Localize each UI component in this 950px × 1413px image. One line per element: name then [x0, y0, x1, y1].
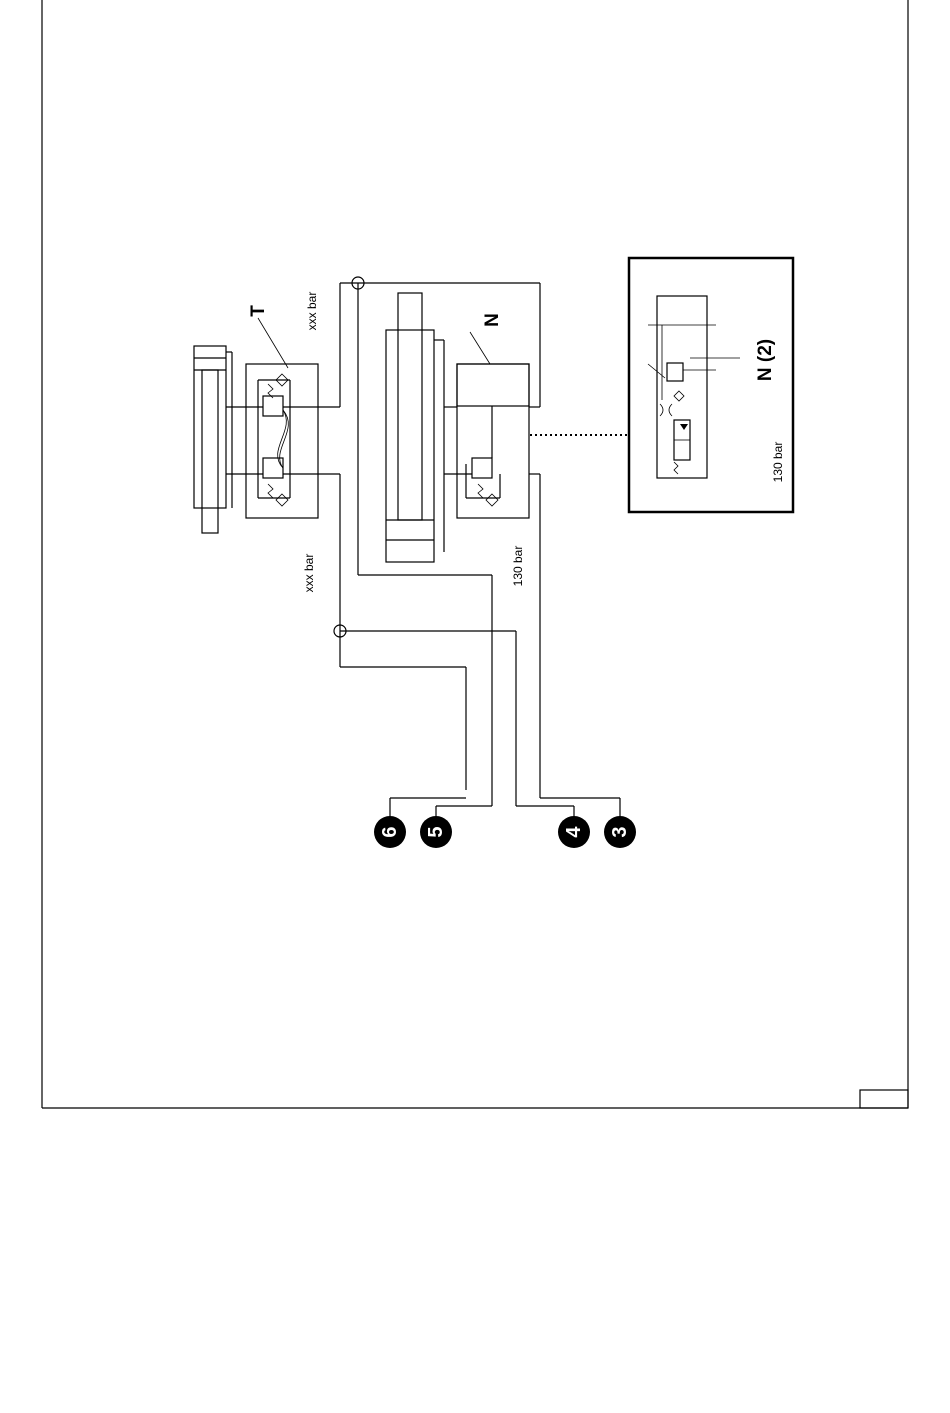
label-t-text: T: [248, 305, 269, 317]
page-frame: [42, 0, 908, 1108]
port-lines: [390, 798, 620, 818]
label-n: N: [482, 313, 503, 327]
label-pressure-top-left: xxx bar: [305, 292, 319, 331]
center-cylinder: [386, 293, 444, 562]
label-n-text: N: [482, 313, 503, 327]
label-n2: N (2): [755, 339, 776, 381]
valve-block-t: [226, 318, 340, 518]
hydraulic-lines: [334, 277, 540, 806]
inset-n2-box: [629, 258, 793, 512]
label-n2-text: N (2): [755, 339, 776, 381]
port-6-label: 6: [379, 826, 401, 837]
label-t: T: [248, 305, 269, 317]
port-4-label: 4: [563, 826, 585, 838]
label-pressure-bottom-left: xxx bar: [302, 554, 316, 593]
port-5-badge: 5: [420, 816, 452, 848]
left-cylinder: [194, 346, 232, 533]
pressure-top-left-text: xxx bar: [305, 292, 319, 331]
port-5-label: 5: [425, 826, 447, 837]
label-pressure-inset: 130 bar: [771, 442, 785, 483]
port-3-label: 3: [609, 826, 631, 837]
pressure-bottom-left-text: xxx bar: [302, 554, 316, 593]
pressure-inset-text: 130 bar: [771, 442, 785, 483]
label-pressure-center: 130 bar: [511, 546, 525, 587]
pressure-center-text: 130 bar: [511, 546, 525, 587]
port-6-badge: 6: [374, 816, 406, 848]
valve-block-n: [444, 332, 540, 518]
port-4-badge: 4: [558, 816, 590, 848]
port-3-badge: 3: [604, 816, 636, 848]
